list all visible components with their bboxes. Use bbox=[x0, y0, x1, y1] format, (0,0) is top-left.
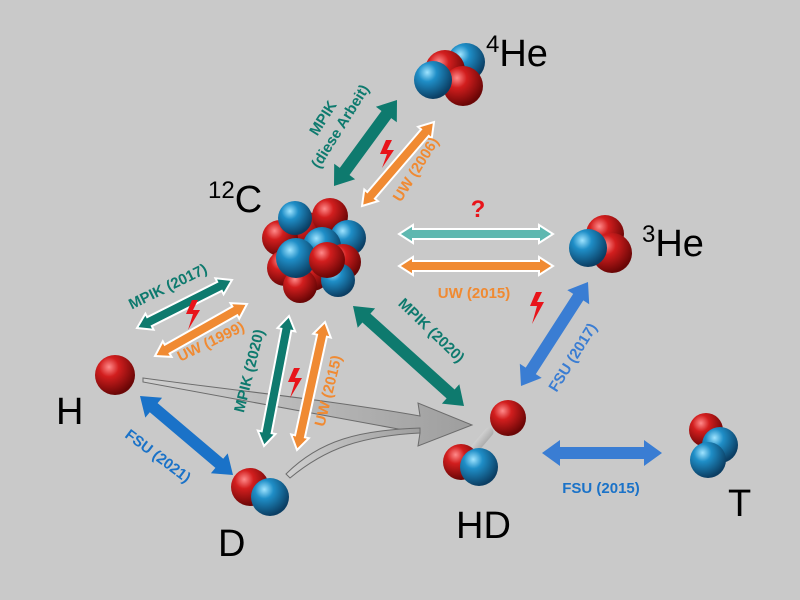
c12-hd-mpik-double-arrow bbox=[353, 306, 464, 406]
c12-h-uw-double-arrow bbox=[153, 302, 249, 358]
c12-he4-uw-double-arrow bbox=[360, 120, 436, 208]
neutron-sphere bbox=[690, 442, 726, 478]
spark-icon bbox=[288, 368, 302, 398]
link-label-c12-he3-uw: UW (2015) bbox=[438, 285, 511, 302]
nuclide-label-he4: 4He bbox=[486, 31, 548, 75]
nuclide-label-he3: 3He bbox=[642, 221, 704, 265]
spark-icon bbox=[530, 292, 544, 324]
c12-he4-mpik-double-arrow bbox=[334, 100, 397, 186]
c12-he3-uw-double-arrow bbox=[397, 255, 555, 277]
h-d-fsu-double-arrow bbox=[140, 396, 233, 475]
spark-icon bbox=[380, 140, 394, 168]
neutron-sphere bbox=[251, 478, 289, 516]
c12-d-uw-double-arrow bbox=[289, 320, 333, 452]
proton-sphere bbox=[443, 66, 483, 106]
proton-sphere bbox=[309, 242, 345, 278]
hd-t-fsu-double-arrow bbox=[542, 440, 662, 466]
proton-sphere bbox=[95, 355, 135, 395]
proton-sphere bbox=[490, 400, 526, 436]
neutron-sphere bbox=[414, 61, 452, 99]
spark-icon bbox=[186, 300, 200, 330]
proton-sphere bbox=[283, 269, 317, 303]
c12-d-mpik-double-arrow bbox=[256, 314, 297, 448]
neutron-sphere bbox=[278, 201, 312, 235]
nuclide-label-h: H bbox=[56, 391, 83, 433]
link-label-c12-h-mpik: MPIK (2017) bbox=[126, 261, 210, 314]
neutron-sphere bbox=[460, 448, 498, 486]
nuclide-label-d: D bbox=[218, 523, 245, 565]
nuclide-label-c12: 12C bbox=[208, 177, 262, 221]
link-label-hd-t-fsu: FSU (2015) bbox=[562, 480, 640, 497]
c12-h-mpik-double-arrow bbox=[135, 277, 234, 331]
link-label-c12-he3-question: ? bbox=[471, 196, 486, 223]
he3-hd-fsu-double-arrow bbox=[519, 282, 590, 386]
c12-he3-mpik-double-arrow bbox=[397, 223, 555, 245]
neutron-sphere bbox=[569, 229, 607, 267]
nuclide-label-hd: HD bbox=[456, 505, 511, 547]
nuclide-label-t: T bbox=[728, 483, 751, 525]
d-to-hd-curved-arrow bbox=[285, 427, 421, 479]
neutron-sphere bbox=[276, 238, 316, 278]
